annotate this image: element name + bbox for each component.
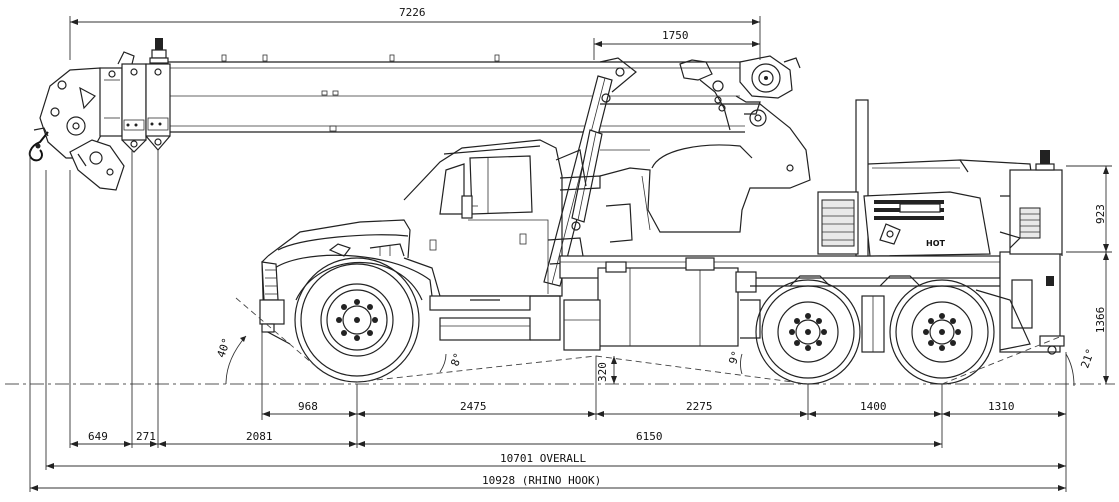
rear-wheel-2 xyxy=(889,279,995,385)
truck-hood xyxy=(259,219,433,345)
dim-ground-clearance: 320 xyxy=(596,356,617,384)
dim-row-wheelbase: 649 271 2081 6150 xyxy=(70,430,942,447)
hot-warning-label: HOT xyxy=(926,239,945,248)
dim-extension-lines xyxy=(29,150,1067,492)
dim-right-heights: 923 1366 xyxy=(1066,165,1112,384)
svg-text:6150: 6150 xyxy=(636,430,663,443)
rear-wheel-1 xyxy=(755,279,861,385)
svg-text:7226: 7226 xyxy=(399,6,426,19)
breakover-lines: 8° 9° xyxy=(356,349,809,385)
svg-text:271: 271 xyxy=(136,430,156,443)
svg-text:923: 923 xyxy=(1094,204,1107,224)
engine-vents xyxy=(874,200,944,220)
svg-text:10928 (RHINO HOOK): 10928 (RHINO HOOK) xyxy=(482,474,601,487)
dim-boom-length: 7226 xyxy=(69,6,761,60)
breakover-rear-label: 9° xyxy=(726,349,743,366)
svg-text:2275: 2275 xyxy=(686,400,713,413)
svg-text:1310: 1310 xyxy=(988,400,1015,413)
crane-turret xyxy=(547,103,811,265)
svg-text:10701 OVERALL: 10701 OVERALL xyxy=(500,452,586,465)
svg-text:2475: 2475 xyxy=(460,400,487,413)
engine-grill xyxy=(821,199,855,247)
departure-angle-lines: 21° xyxy=(941,335,1097,387)
svg-text:649: 649 xyxy=(88,430,108,443)
approach-angle-label: 40° xyxy=(214,336,233,359)
boom-pivot-assembly xyxy=(543,55,801,287)
crane-boom xyxy=(28,38,771,191)
dim-overall-hook: 10928 (RHINO HOOK) xyxy=(30,474,1066,491)
svg-text:1400: 1400 xyxy=(860,400,887,413)
rear-equipment: HOT xyxy=(817,99,1063,257)
svg-text:968: 968 xyxy=(298,400,318,413)
front-wheel xyxy=(294,257,423,383)
dim-row-axles: 968 2475 2275 1400 1310 xyxy=(262,400,1066,417)
svg-text:1750: 1750 xyxy=(662,29,689,42)
breakover-front-label: 8° xyxy=(448,351,465,368)
dim-tip-to-pivot: 1750 xyxy=(593,29,760,60)
approach-angle-lines: 40° xyxy=(214,297,321,385)
svg-text:1366: 1366 xyxy=(1094,307,1107,334)
dim-overall: 10701 OVERALL xyxy=(46,452,1066,469)
svg-text:2081: 2081 xyxy=(246,430,273,443)
svg-text:320: 320 xyxy=(596,362,609,382)
crane-hook-icon xyxy=(28,127,49,162)
truck-frame xyxy=(559,251,1065,355)
departure-angle-label: 21° xyxy=(1078,347,1097,370)
truck-cab xyxy=(403,139,587,341)
beacon-light-icon xyxy=(149,38,169,64)
